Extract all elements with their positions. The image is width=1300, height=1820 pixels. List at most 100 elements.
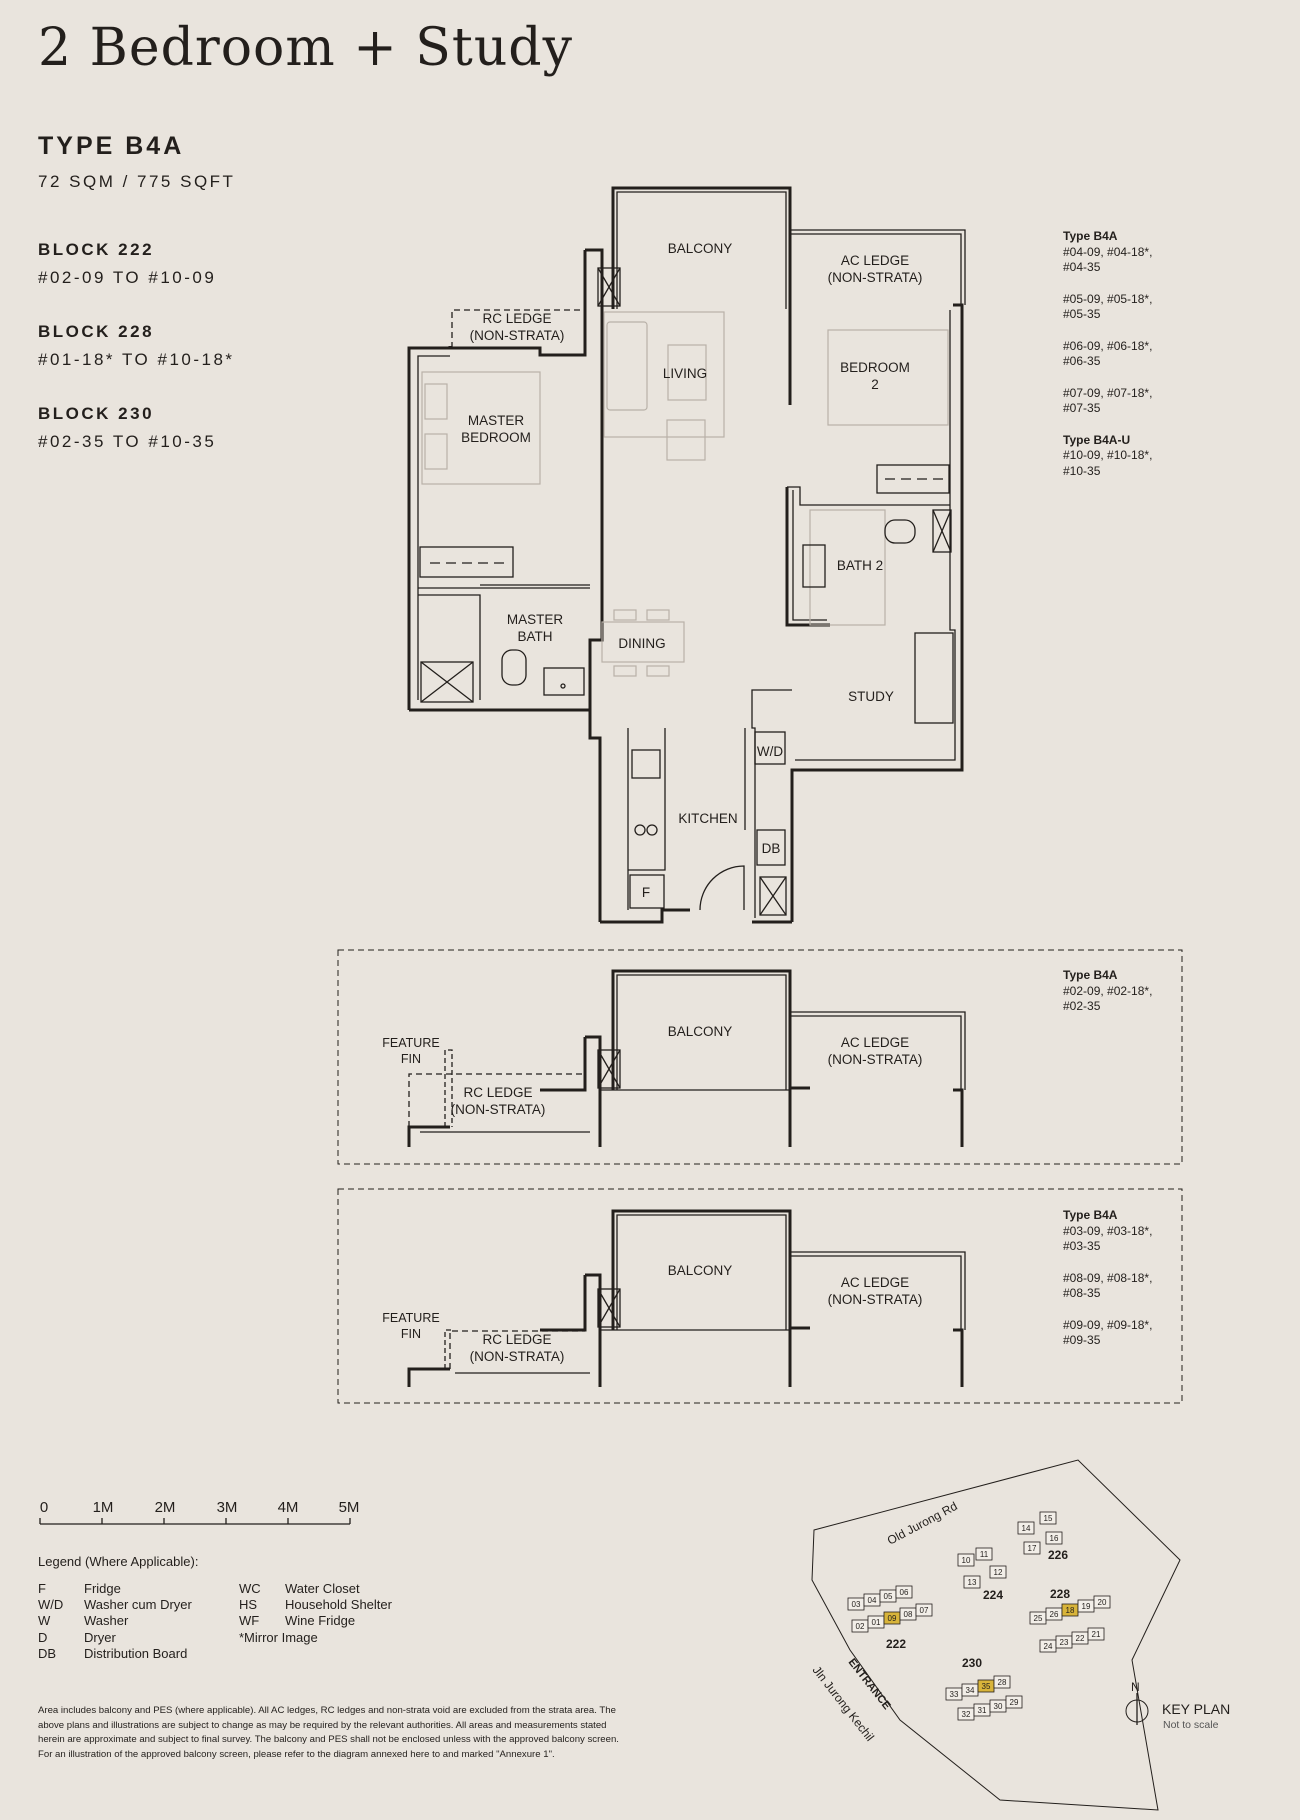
unit-type-heading: Type B4A	[1063, 229, 1118, 243]
page-title: 2 Bedroom + Study	[38, 18, 573, 78]
wd-box	[754, 731, 786, 765]
legend-row: *Mirror Image	[239, 1630, 392, 1646]
block-units: #01-18* TO #10-18*	[38, 350, 235, 369]
dining-label: DINING	[618, 636, 665, 651]
coffee-table	[667, 344, 707, 401]
unit-type-heading: Type B4A	[1063, 1208, 1118, 1222]
v1-duct	[597, 1049, 621, 1089]
master-bed	[421, 371, 541, 485]
ac-ledge-sub: (NON-STRATA)	[828, 270, 923, 285]
block-name: BLOCK 222	[38, 240, 155, 259]
unit-number: 02	[856, 1622, 865, 1631]
key-plan: 03 04 05 06 02 01 09 08 07 10 11 12 13 1…	[810, 1459, 1181, 1811]
unit-number: 13	[968, 1578, 977, 1587]
unit-size: 72 SQM / 775 SQFT	[38, 172, 236, 191]
kitchen-duct	[759, 876, 787, 916]
legend-abbr: W	[38, 1613, 51, 1629]
legend-desc: Distribution Board	[84, 1645, 188, 1661]
block-label: 224	[983, 1588, 1003, 1602]
variant1-plan	[407, 969, 966, 1147]
unit-number: 09	[888, 1614, 897, 1623]
disclaimer-text: Area includes balcony and PES (where app…	[38, 1705, 619, 1760]
legend-desc: Washer	[84, 1613, 129, 1629]
unit-number: 28	[998, 1678, 1007, 1687]
block-228-cluster	[1029, 1595, 1111, 1653]
bath2-wc	[884, 519, 916, 544]
wall-bath2-top	[787, 486, 950, 506]
db-box	[756, 829, 786, 866]
balcony-label: BALCONY	[668, 241, 733, 256]
kitchen-counter-edge	[628, 728, 666, 871]
v1-ac-ledge-sub: (NON-STRATA)	[828, 1052, 923, 1067]
dining-chair	[613, 665, 637, 677]
legend-abbr: DB	[38, 1645, 57, 1661]
v2-ac-ledge	[790, 1251, 966, 1330]
unit-line: #03-09, #03-18*,	[1063, 1223, 1153, 1238]
wall-kitchen-bottom-left	[600, 908, 690, 924]
unit-number: 30	[994, 1702, 1003, 1711]
v1-wall-left	[407, 1125, 450, 1147]
rc-ledge-outline	[451, 309, 585, 348]
unit-number: 26	[1050, 1610, 1059, 1619]
service-duct	[597, 267, 621, 307]
master-bath-sub: BATH	[517, 629, 552, 644]
unit-number: 16	[1050, 1534, 1059, 1543]
wall-master-bottom	[409, 708, 592, 738]
variant2-unit-list: Type B4A#03-09, #03-18*,#03-35 #08-09, #…	[1063, 1208, 1152, 1365]
living-zone	[603, 311, 725, 438]
v2-feature-fin-sub: FIN	[401, 1327, 421, 1341]
unit-line: #06-09, #06-18*,	[1063, 338, 1153, 353]
scale-label: 3M	[217, 1499, 238, 1516]
wall-master-inner	[417, 355, 450, 700]
master-wc	[501, 649, 527, 686]
legend-desc: Dryer	[84, 1629, 116, 1645]
unit-number: 34	[966, 1686, 975, 1695]
v2-rc-ledge-sub: (NON-STRATA)	[470, 1349, 565, 1364]
v1-wall	[540, 1035, 602, 1147]
unit-line: #04-35	[1063, 260, 1101, 274]
block-label: 226	[1048, 1548, 1068, 1562]
legend-desc: Fridge	[84, 1581, 121, 1596]
legend-row: W Washer	[38, 1613, 192, 1629]
variant2-labels: BALCONY AC LEDGE (NON-STRATA) RC LEDGE (…	[382, 1263, 922, 1364]
unit-line: #05-35	[1063, 307, 1101, 321]
unit-number: 10	[962, 1556, 971, 1565]
legend-desc: Water Closet	[285, 1581, 360, 1596]
wall-top-left	[450, 250, 587, 357]
unit-number: 23	[1060, 1638, 1069, 1647]
master-bedroom-sub: BEDROOM	[461, 430, 531, 445]
unit-number: 04	[868, 1596, 877, 1605]
legend-desc: Washer cum Dryer	[84, 1597, 192, 1613]
dining-chair	[646, 665, 670, 677]
v1-feature-fin-sub: FIN	[401, 1052, 421, 1066]
master-bedroom-label: MASTER	[468, 413, 525, 428]
road-old-jurong: Old Jurong Rd	[885, 1499, 960, 1548]
variant2-plan	[407, 1209, 966, 1387]
unit-line: #08-35	[1063, 1286, 1101, 1300]
block-units: #02-35 TO #10-35	[38, 432, 217, 451]
unit-number: 33	[950, 1690, 959, 1699]
unit-line: #03-35	[1063, 1239, 1101, 1253]
v1-rc-ledge-label: RC LEDGE	[463, 1085, 532, 1100]
key-plan-block-labels: 222 224 226 228 230	[886, 1548, 1070, 1670]
rc-ledge-label: RC LEDGE	[482, 311, 551, 326]
kitchen-sink	[631, 749, 661, 779]
shower-cross	[420, 661, 474, 703]
bath2-basin	[802, 544, 826, 588]
unit-number: 24	[1044, 1642, 1053, 1651]
unit-line: #05-09, #05-18*,	[1063, 291, 1153, 306]
wall-kitchen-right	[751, 689, 792, 918]
shower-cross	[932, 509, 952, 553]
duct-cross	[597, 1049, 621, 1089]
key-plan-label: KEY PLAN	[1162, 1701, 1231, 1717]
unit-line: #02-35	[1063, 999, 1101, 1013]
v1-balcony-inner	[616, 974, 787, 1090]
key-plan-note: Not to scale	[1163, 1719, 1219, 1731]
unit-number: 08	[904, 1610, 913, 1619]
block-222-cluster	[847, 1585, 933, 1633]
v2-balcony-wall	[611, 1209, 792, 1330]
unit-number: 20	[1098, 1598, 1107, 1607]
